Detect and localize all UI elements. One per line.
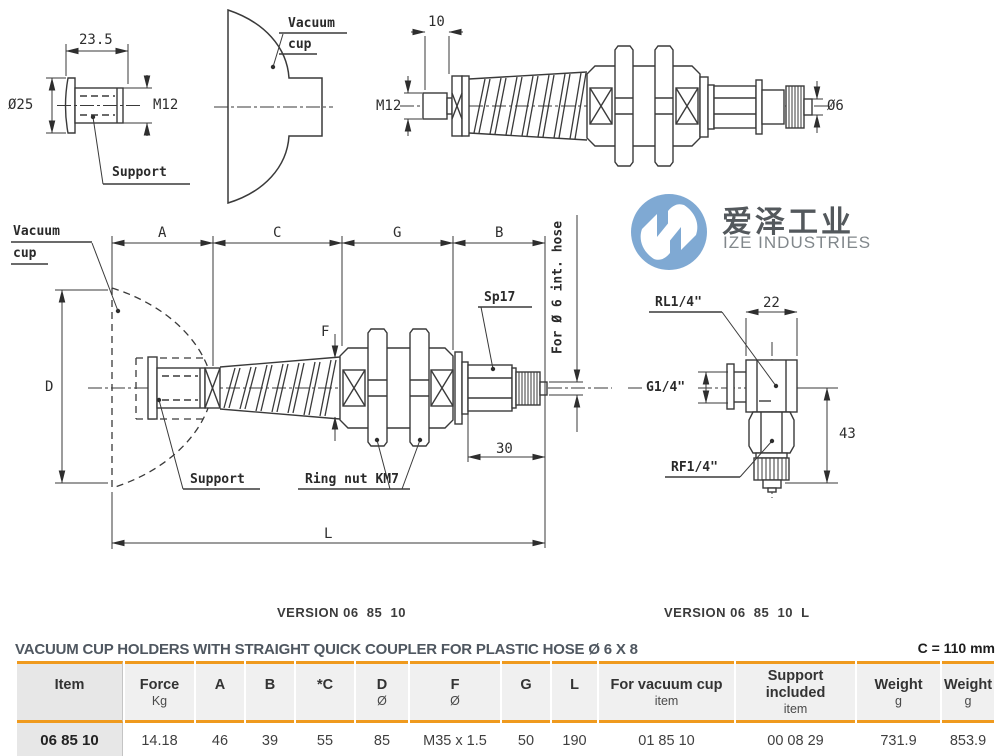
version-caption-straight: VERSION 06 85 10 <box>277 605 406 620</box>
technical-drawings <box>11 8 838 549</box>
assembly-drawing <box>88 287 612 489</box>
dim-label-c: C <box>273 225 282 241</box>
dim-label-g: G <box>393 225 402 241</box>
holder-side-drawing <box>400 45 832 167</box>
support-detail-dims <box>46 44 190 185</box>
cell-weight-2: 853.9 <box>942 723 994 756</box>
dim-label-g14: G1/4" <box>646 380 686 395</box>
part-label-vacuum-line2: cup <box>13 246 37 261</box>
cell-for-vacuum-cup: 01 85 10 <box>599 723 734 756</box>
cell-a: 46 <box>196 723 244 756</box>
dim-label-rl14: RL1/4" <box>655 295 702 310</box>
cell-d: 85 <box>356 723 408 756</box>
cell-item: 06 85 10 <box>17 723 123 756</box>
version-caption-elbow: VERSION 06 85 10 L <box>664 605 810 620</box>
cell-f: M35 x 1.5 <box>410 723 500 756</box>
col-c: *C <box>296 661 354 723</box>
dim-label-m12-support: M12 <box>153 97 179 113</box>
dim-label-30: 30 <box>496 441 513 457</box>
dim-label-b: B <box>495 225 504 241</box>
spec-data-row: 06 85 10 14.18 46 39 55 85 M35 x 1.5 50 … <box>17 723 994 756</box>
col-b: B <box>246 661 294 723</box>
table-title: VACUUM CUP HOLDERS WITH STRAIGHT QUICK C… <box>15 641 638 658</box>
support-detail-drawing <box>57 77 141 134</box>
note-label-hose: For Ø 6 int. hose <box>550 220 566 355</box>
part-label-support-assembly: Support <box>190 472 245 487</box>
dim-label-m12-holder: M12 <box>376 98 402 114</box>
elbow-dims <box>649 308 838 484</box>
logo-company-cn: 爱泽工业 <box>722 206 854 239</box>
dim-label-d: D <box>45 379 54 395</box>
dim-label-23-5: 23.5 <box>79 32 113 48</box>
dim-label-10: 10 <box>428 14 445 30</box>
col-g: G <box>502 661 550 723</box>
table-note-c110: C = 110 mm <box>917 640 995 656</box>
cell-b: 39 <box>246 723 294 756</box>
dim-label-43: 43 <box>839 426 856 442</box>
col-a: A <box>196 661 244 723</box>
assembly-dims <box>11 215 583 549</box>
cup-detail-drawing <box>214 8 347 205</box>
cell-l: 190 <box>552 723 597 756</box>
cell-g: 50 <box>502 723 550 756</box>
dim-label-l: L <box>324 526 333 542</box>
elbow-drawing <box>628 342 814 498</box>
dim-label-a: A <box>158 225 167 241</box>
dim-label-f: F <box>321 324 330 340</box>
holder-side-dims <box>404 28 823 136</box>
part-label-ring-nut: Ring nut KM7 <box>305 472 399 487</box>
part-label-cup-line1: Vacuum <box>288 16 335 31</box>
part-label-support-detail: Support <box>112 165 167 180</box>
cell-c: 55 <box>296 723 354 756</box>
part-label-vacuum-line1: Vacuum <box>13 224 60 239</box>
col-item: Item <box>17 661 123 723</box>
logo-company-en: IZE INDUSTRIES <box>723 233 872 252</box>
cell-force: 14.18 <box>125 723 194 756</box>
dim-label-dia25: Ø25 <box>8 97 34 113</box>
cell-support-included: 00 08 29 <box>736 723 855 756</box>
ize-logo-icon <box>631 194 707 270</box>
part-label-cup-line2: cup <box>288 37 312 52</box>
dim-label-rf14: RF1/4" <box>671 460 718 475</box>
dim-label-dia6: Ø6 <box>827 98 844 114</box>
dim-label-22: 22 <box>763 295 780 311</box>
cell-weight-1: 731.9 <box>857 723 940 756</box>
part-label-sp17: Sp17 <box>484 290 516 305</box>
col-l: L <box>552 661 597 723</box>
